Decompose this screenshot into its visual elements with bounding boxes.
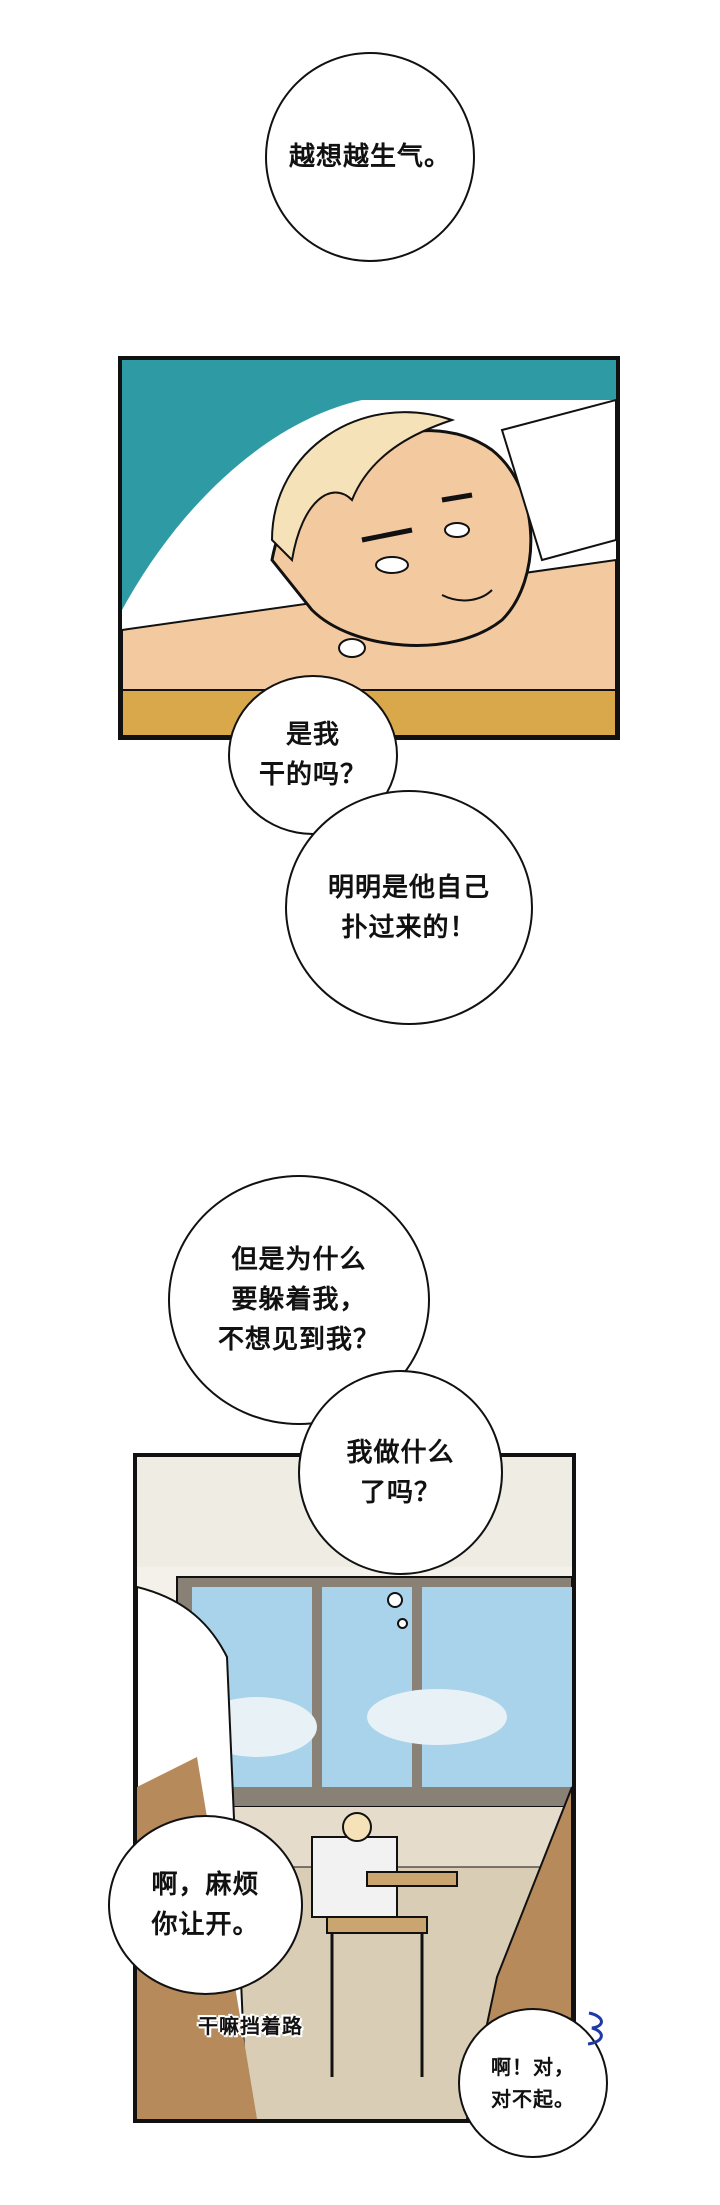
sfx-text-blocking: 干嘛挡着路 <box>198 2014 303 2038</box>
speech-text-7: 啊！对， 对不起。 <box>491 2055 575 2111</box>
speech-bubble-5: 我做什么 了吗？ <box>298 1370 503 1575</box>
speech-text-6: 啊，麻烦 你让开。 <box>151 1870 260 1940</box>
panel-2-classroom <box>133 1453 576 2123</box>
bubble-tail-dot-3 <box>397 1618 408 1629</box>
speech-bubble-1: 越想越生气。 <box>265 52 475 262</box>
bubble-tail-dot <box>338 638 366 658</box>
speech-bubble-7: 啊！对， 对不起。 <box>458 2008 608 2158</box>
speech-text-3: 明明是他自己 扑过来的！ <box>327 872 490 943</box>
speech-text-5: 我做什么 了吗？ <box>346 1437 455 1508</box>
speech-text-1: 越想越生气。 <box>288 142 451 172</box>
speech-text-4: 但是为什么 要躲着我， 不想见到我？ <box>217 1245 380 1355</box>
panel-1-boy-lying <box>118 356 620 740</box>
panel-1-art <box>122 398 616 736</box>
speech-bubble-2: 是我 干的吗？ <box>228 675 398 835</box>
bubble-tail-dot-2 <box>387 1592 403 1608</box>
speech-bubble-3: 明明是他自己 扑过来的！ <box>285 790 533 1025</box>
speech-bubble-6: 啊，麻烦 你让开。 <box>108 1815 303 1995</box>
sweat-drop-icon <box>587 2011 603 2046</box>
speech-text-2: 是我 干的吗？ <box>258 720 367 790</box>
panel-2-art <box>137 1457 572 2119</box>
